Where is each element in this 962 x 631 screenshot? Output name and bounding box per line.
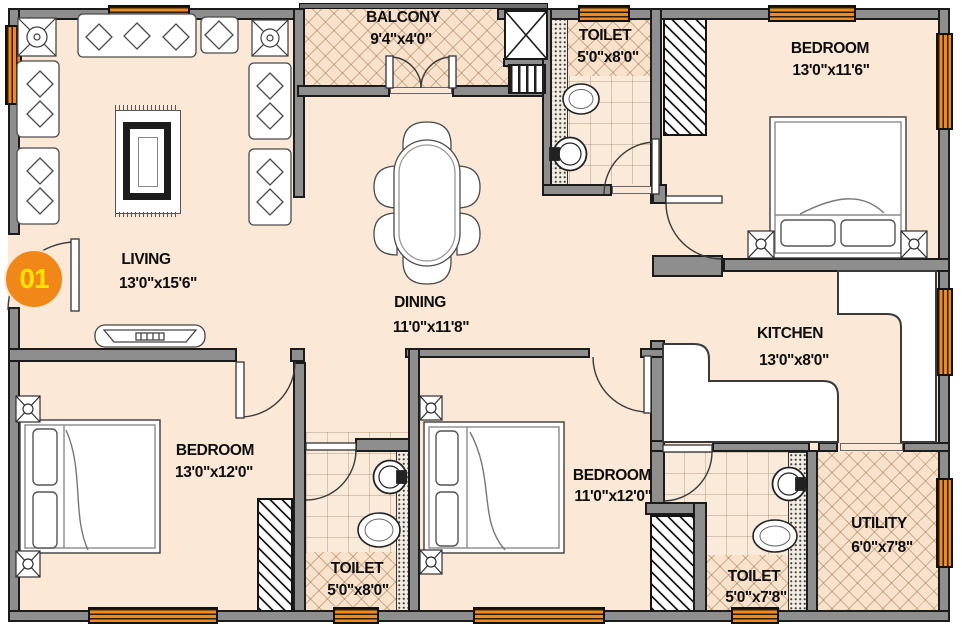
room-label-toilet-top: TOILET [578, 27, 632, 44]
room-dims-living: 13'0"x15'6" [118, 275, 198, 292]
room-dims-bedroom-top-right: 13'0"x11'6" [792, 62, 870, 79]
wall [408, 348, 420, 612]
room-dims-toilet-bottom-right: 5'0"x7'8" [725, 589, 787, 606]
room-dims-bedroom-bottom-center: 11'0"x12'0" [574, 488, 652, 505]
wall [652, 255, 723, 277]
room-dims-dining: 11'0"x11'8" [392, 319, 470, 336]
rug-fringe [115, 105, 179, 110]
corner-table-icon [17, 17, 289, 57]
wall [405, 348, 590, 358]
rug-fringe [115, 212, 179, 217]
rug-icon [115, 110, 181, 214]
shaft-cross-icon [505, 11, 547, 59]
vent-grill-icon [508, 64, 546, 94]
room-label-utility: UTILITY [851, 515, 907, 532]
sofa-set-icon [16, 13, 292, 226]
double-bed-icon [19, 419, 161, 554]
nightstand-icon [15, 230, 928, 578]
toilet-bottom-center-dry-area [306, 552, 408, 612]
kitchen-counter-icon [662, 270, 937, 443]
window-icon [731, 607, 779, 624]
window-icon [578, 5, 630, 22]
double-bed-icon [423, 421, 565, 554]
wardrobe-icon-bedroom-bottom-left [257, 498, 293, 612]
utility-floor [818, 452, 938, 612]
window-icon [333, 607, 379, 624]
wall [293, 8, 305, 198]
room-label-bedroom-bottom-center: BEDROOM [572, 467, 652, 484]
room-label-dining: DINING [394, 294, 446, 311]
room-label-toilet-bottom-center: TOILET [330, 560, 384, 577]
window-icon [768, 5, 856, 22]
wall [290, 348, 305, 362]
wall [293, 362, 306, 612]
wall [8, 348, 237, 362]
room-dims-toilet-bottom-center: 5'0"x8'0" [327, 582, 389, 599]
room-dims-balcony: 9'4"x4'0" [370, 31, 432, 48]
wall [693, 502, 707, 612]
window-icon [473, 607, 605, 624]
wc-icon [357, 83, 798, 553]
door-leaf-icon [70, 55, 723, 453]
room-dims-kitchen: 13'0"x8'0" [759, 352, 829, 369]
room-label-bedroom-bottom-left: BEDROOM [175, 442, 255, 459]
window-icon [88, 607, 218, 624]
room-label-bedroom-top-right: BEDROOM [790, 40, 870, 57]
double-bed-icon [769, 116, 907, 259]
window-icon [936, 478, 953, 568]
dining-table-icon [373, 121, 481, 285]
window-icon [936, 33, 953, 130]
utility-entry-sill [840, 443, 903, 451]
room-label-living: LIVING [121, 251, 171, 268]
room-dims-toilet-top: 5'0"x8'0" [577, 49, 639, 66]
balcony-outer-wall [299, 3, 548, 9]
room-dims-bedroom-bottom-left: 13'0"x12'0" [174, 464, 254, 481]
room-dims-utility: 6'0"x7'8" [851, 539, 913, 556]
room-label-balcony: BALCONY [366, 9, 440, 26]
unit-number-badge: 01 [4, 249, 64, 309]
balcony-floor [305, 8, 542, 87]
wall [806, 450, 818, 612]
wall [542, 184, 612, 196]
tv-console-icon [94, 324, 206, 348]
wall [723, 258, 950, 272]
wall [297, 85, 390, 97]
wash-basin-icon [372, 136, 807, 502]
room-label-toilet-bottom-right: TOILET [727, 568, 781, 585]
room-label-kitchen: KITCHEN [756, 325, 824, 342]
